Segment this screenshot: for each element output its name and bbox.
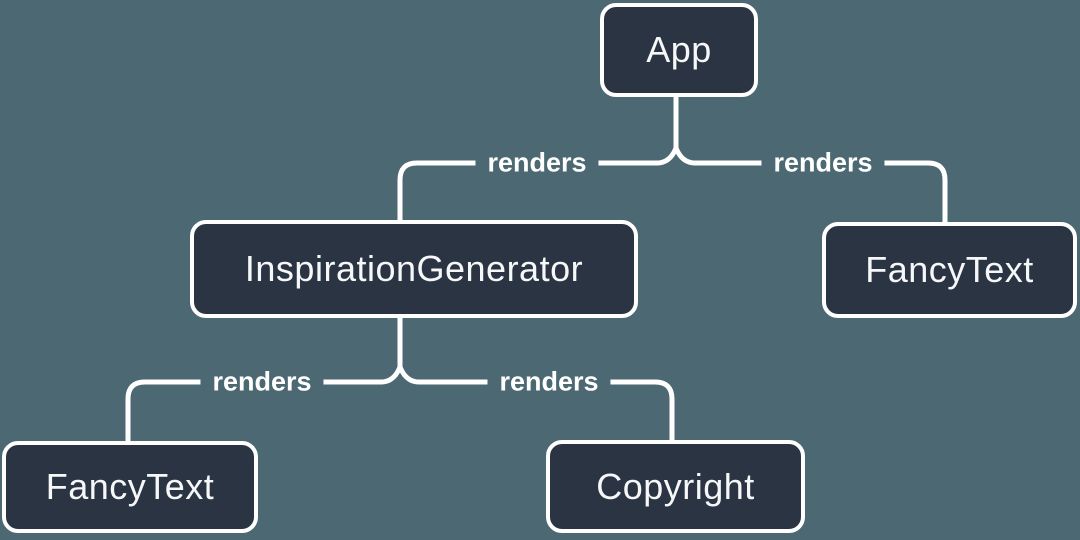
edge-label-app-fancytext: renders: [761, 147, 885, 179]
edge-inspirationgenerator-fancytext: [125, 364, 403, 446]
edge-app-fancytext: [673, 145, 948, 227]
node-fancy-text-bottom: FancyText: [2, 441, 258, 533]
edge-label-inspirationgenerator-fancytext: renders: [200, 366, 324, 398]
node-inspiration-generator: InspirationGenerator: [190, 220, 638, 318]
node-app-label: App: [646, 29, 712, 70]
node-copyright-label: Copyright: [596, 465, 755, 507]
edge-inspirationgenerator-copyright: [397, 364, 675, 445]
edge-label-inspirationgenerator-copyright: renders: [487, 366, 611, 398]
node-copyright: Copyright: [546, 440, 805, 533]
edge-app-inspirationgenerator: [397, 145, 679, 225]
edge-label-app-inspirationgenerator: renders: [475, 147, 599, 179]
node-fancy-text-bottom-label: FancyText: [45, 466, 215, 507]
node-app: App: [600, 3, 758, 97]
node-fancy-text-top: FancyText: [822, 222, 1077, 318]
node-fancy-text-top-label: FancyText: [865, 249, 1034, 290]
node-inspiration-generator-label: InspirationGenerator: [244, 248, 584, 289]
